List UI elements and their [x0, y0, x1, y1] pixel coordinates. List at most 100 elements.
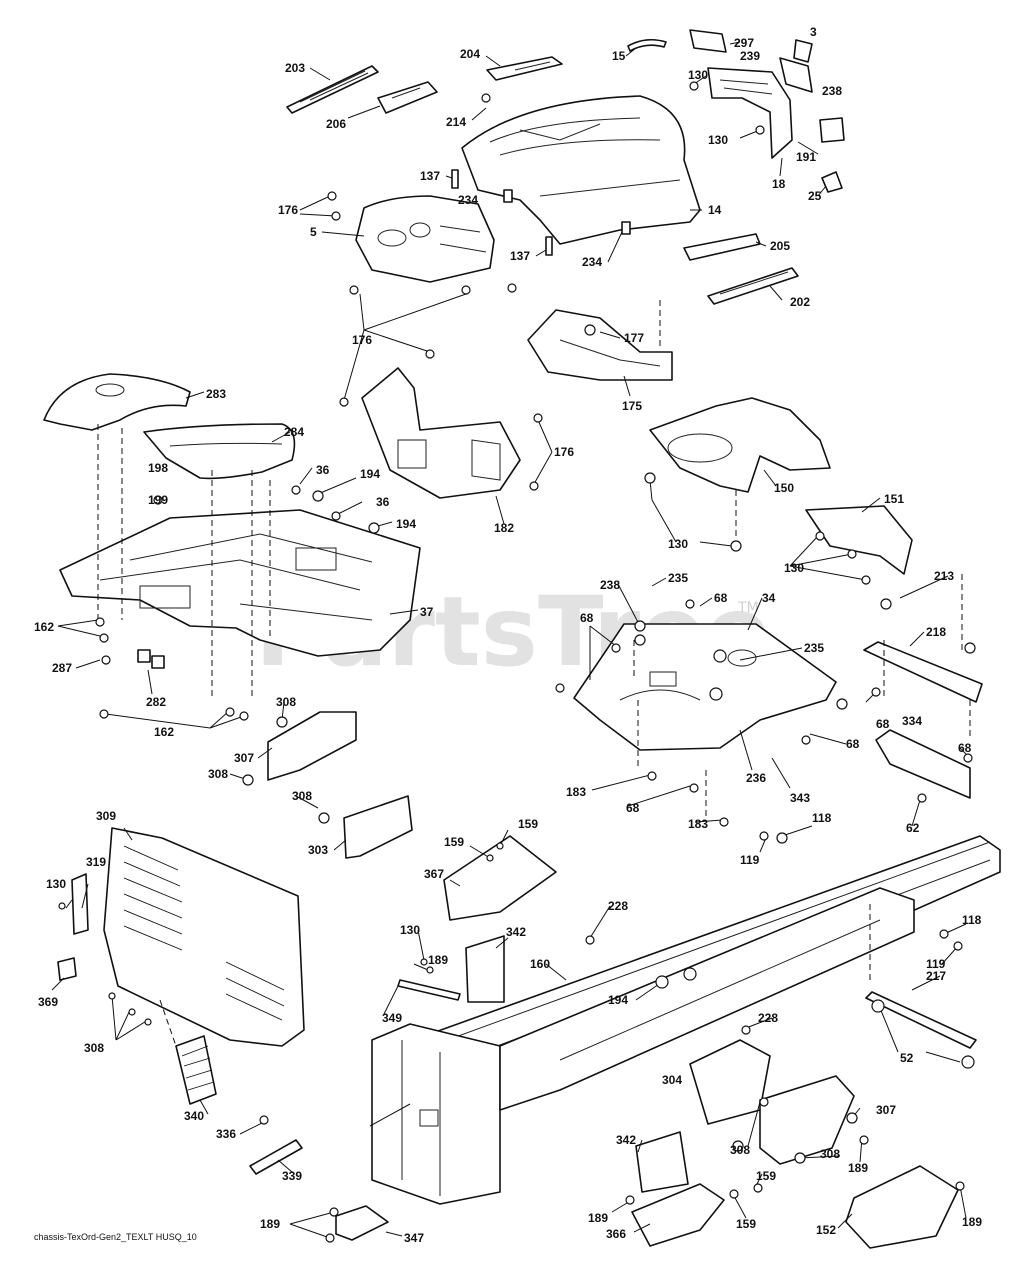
callout-25: 25	[808, 189, 822, 203]
callout-206: 206	[326, 117, 346, 131]
callout-239: 239	[740, 49, 760, 63]
callout-287: 287	[52, 661, 72, 675]
callout-62: 62	[906, 821, 920, 835]
callout-183-b: 183	[688, 817, 708, 831]
diagram-code: chassis-TexOrd-Gen2_TEXLT HUSQ_10	[34, 1232, 197, 1242]
part-282-bumper	[137, 649, 165, 669]
part-234-clip	[503, 189, 631, 235]
callout-308-b: 308	[208, 767, 228, 781]
callout-334: 334	[902, 714, 922, 728]
part-204-lens	[486, 56, 563, 81]
callout-297: 297	[734, 36, 754, 50]
callout-15: 15	[612, 49, 626, 63]
callout-340: 340	[184, 1109, 204, 1123]
part-342-plate-upper	[465, 935, 505, 1003]
callout-307-a: 307	[234, 751, 254, 765]
callout-342-a: 342	[506, 925, 526, 939]
part-309-grille-frame	[103, 827, 305, 1047]
part-151-bracket	[805, 505, 913, 575]
callout-369: 369	[38, 995, 58, 1009]
callout-162-a: 162	[34, 620, 54, 634]
callout-68-c: 68	[876, 717, 890, 731]
callout-34: 34	[762, 591, 776, 605]
part-347-bracket	[335, 1205, 389, 1241]
callout-68-f: 68	[958, 741, 972, 755]
callout-130-d: 130	[784, 561, 804, 575]
callout-68-d: 68	[626, 801, 640, 815]
callout-37: 37	[420, 605, 434, 619]
part-303-bracket	[343, 795, 413, 859]
callout-159-c: 159	[756, 1169, 776, 1183]
part-307-shield-upper	[267, 711, 357, 781]
callout-151: 151	[884, 492, 904, 506]
callout-159-a: 159	[518, 817, 538, 831]
callout-234-a: 234	[458, 193, 478, 207]
callout-194-a: 194	[360, 467, 380, 481]
part-319-lens	[71, 873, 89, 935]
part-339-rod	[249, 1139, 303, 1175]
callout-150: 150	[774, 481, 794, 495]
callout-130-e: 130	[46, 877, 66, 891]
callout-189-b: 189	[848, 1161, 868, 1175]
callout-162-b: 162	[154, 725, 174, 739]
part-369-badge	[57, 957, 77, 981]
part-349-bar	[397, 979, 461, 1001]
part-206-bracket	[377, 81, 438, 114]
callout-159-b: 159	[444, 835, 464, 849]
callout-204: 204	[460, 47, 480, 61]
callout-349: 349	[382, 1011, 402, 1025]
callout-183-a: 183	[566, 785, 586, 799]
callout-189-c: 189	[588, 1211, 608, 1225]
callout-214: 214	[446, 115, 466, 129]
callout-68-e: 68	[846, 737, 860, 751]
callout-191: 191	[796, 150, 816, 164]
part-342-plate-lower	[635, 1131, 689, 1193]
part-307-shield-lower	[759, 1075, 855, 1165]
callout-130-c: 130	[668, 537, 688, 551]
part-239-bulb	[779, 57, 813, 93]
callout-235-a: 235	[668, 571, 688, 585]
part-238-headlight-housing	[707, 67, 793, 159]
callout-336: 336	[216, 1127, 236, 1141]
callout-119-b: 119	[926, 957, 946, 971]
callout-130-f: 130	[400, 923, 420, 937]
callout-236: 236	[746, 771, 766, 785]
callout-152: 152	[816, 1223, 836, 1237]
part-340-grille-insert	[175, 1035, 217, 1105]
part-218-bracket	[863, 641, 983, 703]
callout-18: 18	[772, 177, 786, 191]
callout-213: 213	[934, 569, 954, 583]
callout-130-a: 130	[688, 68, 708, 82]
callout-238: 238	[822, 84, 842, 98]
part-205-insert	[683, 233, 761, 261]
part-191-pad	[819, 117, 845, 143]
callout-218: 218	[926, 625, 946, 639]
callout-217: 217	[926, 969, 946, 983]
callout-308-f: 308	[820, 1147, 840, 1161]
part-150-mount	[649, 397, 831, 493]
callout-198: 198	[148, 461, 168, 475]
callout-176-b: 176	[352, 333, 372, 347]
callout-36-b: 36	[376, 495, 390, 509]
callout-228-b: 228	[758, 1011, 778, 1025]
part-182-lower-panel	[361, 367, 521, 499]
callout-5: 5	[310, 225, 317, 239]
part-25-latch	[821, 171, 843, 193]
callout-189-a: 189	[428, 953, 448, 967]
callout-194-c: 194	[608, 993, 628, 1007]
callout-308-d: 308	[84, 1041, 104, 1055]
callout-137-a: 137	[420, 169, 440, 183]
callout-234-b: 234	[582, 255, 602, 269]
callout-130-b: 130	[708, 133, 728, 147]
assembly-lines	[97, 300, 971, 1047]
part-3-clip	[793, 39, 813, 63]
callout-189-e: 189	[260, 1217, 280, 1231]
callout-304: 304	[662, 1073, 682, 1087]
callout-175: 175	[622, 399, 642, 413]
callout-189-d: 189	[962, 1215, 982, 1229]
callout-303: 303	[308, 843, 328, 857]
callout-199: 199	[148, 493, 168, 507]
part-334-bracket	[875, 729, 971, 799]
callout-367: 367	[424, 867, 444, 881]
